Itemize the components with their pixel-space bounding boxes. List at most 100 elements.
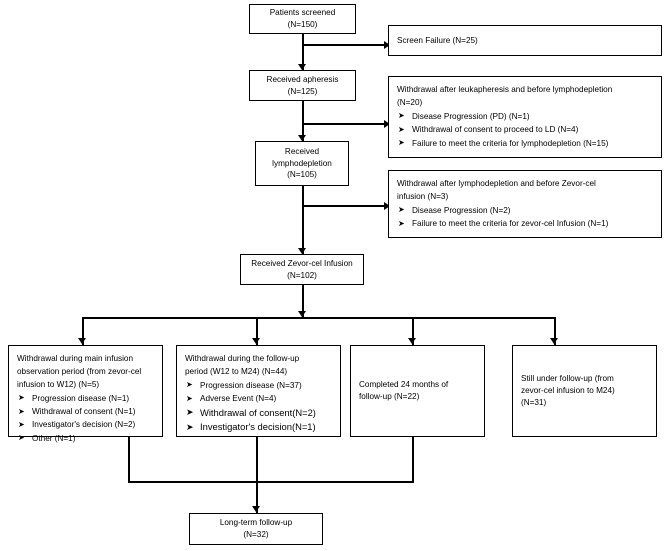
withdrawal-main-header3: infusion to W12) (N=5): [17, 379, 100, 389]
node-long-term-followup[interactable]: Long-term follow-up (N=32): [189, 513, 323, 545]
node-long-term-line2: (N=32): [243, 530, 269, 539]
withdrawal-main-bullet-4-text: Other (N=1): [32, 433, 76, 443]
withdrawal-leuka-header1: Withdrawal after leukapheresis and befor…: [397, 85, 613, 94]
node-withdrawal-after-leukapheresis[interactable]: Withdrawal after leukapheresis and befor…: [388, 76, 662, 158]
connector-apheresis-to-ld: [302, 101, 304, 142]
withdrawal-followup-bullet-1-text: Progression disease (N=37): [200, 380, 302, 390]
node-withdrawal-main-observation[interactable]: Withdrawal during main infusion observat…: [8, 345, 163, 443]
bullet-arrow-icon: ➤: [398, 205, 405, 215]
withdrawal-followup-bullet-1: ➤ Progression disease (N=37): [185, 380, 332, 392]
withdrawal-leuka-bullet-3: ➤ Failure to meet the criteria for lympho…: [397, 138, 653, 150]
withdrawal-ld-bullet-1: ➤ Disease Progression (N=2): [397, 205, 653, 217]
withdrawal-main-header1: Withdrawal during main infusion: [17, 354, 134, 363]
connector-drop-1: [82, 317, 84, 345]
arrowhead-withdrawal-leuka: [384, 119, 390, 128]
node-received-apheresis[interactable]: Received apheresis (N=125): [249, 70, 356, 101]
node-infusion-line1: Received Zevor-cel Infusion: [251, 258, 353, 268]
withdrawal-followup-bullet-list: ➤Progression disease (N=37) ➤Adverse Eve…: [185, 380, 332, 434]
connector-to-withdrawal-ld: [302, 205, 386, 207]
withdrawal-leuka-bullet-1: ➤ Disease Progression (PD) (N=1): [397, 111, 653, 123]
node-patients-screened-line1: Patients screened: [269, 8, 336, 18]
bullet-arrow-icon: ➤: [18, 406, 25, 416]
bullet-arrow-icon: ➤: [398, 111, 405, 121]
connector-down-to-longterm: [256, 437, 258, 513]
bullet-arrow-icon: ➤: [186, 407, 194, 418]
node-received-apheresis-line1: Received apheresis: [266, 74, 339, 84]
node-still-under-followup[interactable]: Still under follow-up (from zevor-cel in…: [512, 345, 657, 437]
withdrawal-ld-bullet-list: ➤ Disease Progression (N=2) ➤Failure to m…: [397, 205, 653, 230]
distribution-bar: [82, 317, 556, 319]
arrowhead-withdrawal-main: [78, 338, 86, 344]
connector-ld-to-infusion: [302, 186, 304, 255]
withdrawal-followup-bullet-4: ➤Investigator's decision(N=1): [185, 421, 332, 434]
arrowhead-lymphodepletion: [298, 135, 306, 141]
arrowhead-long-term: [252, 506, 260, 512]
withdrawal-main-bullet-2: ➤Withdrawal of consent (N=1): [17, 406, 154, 418]
bullet-arrow-icon: ➤: [18, 433, 25, 443]
withdrawal-main-bullet-list: ➤ Progression disease (N=1) ➤Withdrawal o…: [17, 393, 154, 445]
withdrawal-followup-bullet-3-text: Withdrawal of consent(N=2): [200, 406, 316, 418]
connector-screened-to-apheresis: [302, 33, 304, 71]
arrowhead-screen-failure: [384, 40, 390, 49]
withdrawal-main-bullet-4: ➤ Other (N=1): [17, 433, 154, 445]
withdrawal-leuka-bullet-2: ➤ Withdrawal of consent to proceed to LD …: [397, 124, 653, 136]
node-still-followup-line2: zevor-cel infusion to M24): [521, 386, 615, 396]
withdrawal-ld-header1: Withdrawal after lymphodepletion and bef…: [397, 179, 596, 188]
withdrawal-main-bullet-3: ➤ Investigator's decision (N=2): [17, 419, 154, 431]
convergence-bar: [128, 481, 414, 483]
bullet-arrow-icon: ➤: [186, 421, 194, 432]
node-infusion-line2: (N=102): [287, 270, 317, 280]
withdrawal-leuka-bullet-3-text: Failure to meet the criteria for lymphod…: [412, 138, 609, 148]
node-received-infusion[interactable]: Received Zevor-cel Infusion (N=102): [240, 254, 364, 285]
node-lymphodepletion-line1: Received: [284, 146, 320, 156]
node-received-lymphodepletion[interactable]: Received lymphodepletion (N=105): [255, 141, 349, 186]
node-patients-screened-line2: (N=150): [287, 20, 318, 29]
node-screen-failure[interactable]: Screen Failure (N=25): [388, 25, 662, 56]
node-withdrawal-followup-period[interactable]: Withdrawal during the follow-up period (…: [176, 345, 341, 437]
withdrawal-followup-header1: Withdrawal during the follow-up: [185, 354, 300, 363]
withdrawal-leuka-bullet-list: ➤ Disease Progression (PD) (N=1) ➤ Withdra…: [397, 111, 653, 150]
withdrawal-main-bullet-1-text: Progression disease (N=1): [32, 393, 130, 403]
withdrawal-followup-bullet-2: ➤Adverse Event (N=4): [185, 393, 332, 405]
node-completed-line1: Completed 24 months of: [359, 380, 449, 390]
arrowhead-still-followup: [550, 338, 558, 344]
withdrawal-main-bullet-3-text: Investigator's decision (N=2): [32, 420, 136, 430]
withdrawal-followup-bullet-2-text: Adverse Event (N=4): [200, 394, 277, 404]
node-lymphodepletion-line3: (N=105): [287, 170, 317, 180]
connector-up-1: [128, 437, 130, 481]
withdrawal-ld-bullet-1-text: Disease Progression (N=2): [412, 205, 511, 215]
arrowhead-split-center: [298, 311, 306, 317]
node-patients-screened[interactable]: Patients screened (N=150): [249, 4, 356, 34]
arrowhead-apheresis: [298, 64, 306, 70]
node-screen-failure-line1: Screen Failure (N=25): [397, 35, 478, 45]
bullet-arrow-icon: ➤: [398, 138, 405, 148]
arrowhead-withdrawal-ld: [384, 201, 390, 210]
node-completed-24-months[interactable]: Completed 24 months of follow-up (N=22): [350, 345, 485, 437]
bullet-arrow-icon: ➤: [186, 380, 193, 390]
withdrawal-ld-bullet-2: ➤Failure to meet the criteria for zevor-…: [397, 218, 653, 230]
arrowhead-infusion: [298, 248, 306, 254]
bullet-arrow-icon: ➤: [398, 124, 405, 134]
withdrawal-followup-bullet-3: ➤ Withdrawal of consent(N=2): [185, 407, 332, 420]
node-withdrawal-after-lymphodepletion[interactable]: Withdrawal after lymphodepletion and bef…: [388, 170, 662, 238]
withdrawal-ld-bullet-2-text: Failure to meet the criteria for zevor-c…: [412, 219, 609, 229]
withdrawal-ld-header2: infusion (N=3): [397, 191, 449, 201]
arrowhead-completed: [408, 338, 416, 344]
withdrawal-leuka-bullet-1-text: Disease Progression (PD) (N=1): [412, 111, 530, 121]
withdrawal-followup-header2: period (W12 to M24) (N=44): [185, 366, 288, 376]
withdrawal-main-header2: observation period (from zevor-cel: [17, 366, 142, 376]
withdrawal-leuka-header2: (N=20): [397, 97, 423, 107]
connector-up-3: [412, 437, 414, 481]
node-received-apheresis-line2: (N=125): [287, 86, 318, 96]
connector-infusion-to-split: [302, 285, 304, 317]
arrowhead-withdrawal-followup: [252, 338, 260, 344]
connector-drop-2: [256, 317, 258, 345]
bullet-arrow-icon: ➤: [18, 419, 25, 429]
bullet-arrow-icon: ➤: [18, 393, 25, 403]
node-completed-line2: follow-up (N=22): [359, 392, 420, 401]
connector-to-withdrawal-leuka: [302, 123, 386, 125]
node-long-term-line1: Long-term follow-up: [219, 518, 293, 528]
withdrawal-main-bullet-1: ➤ Progression disease (N=1): [17, 393, 154, 405]
withdrawal-leuka-bullet-2-text: Withdrawal of consent to proceed to LD (…: [412, 125, 579, 135]
